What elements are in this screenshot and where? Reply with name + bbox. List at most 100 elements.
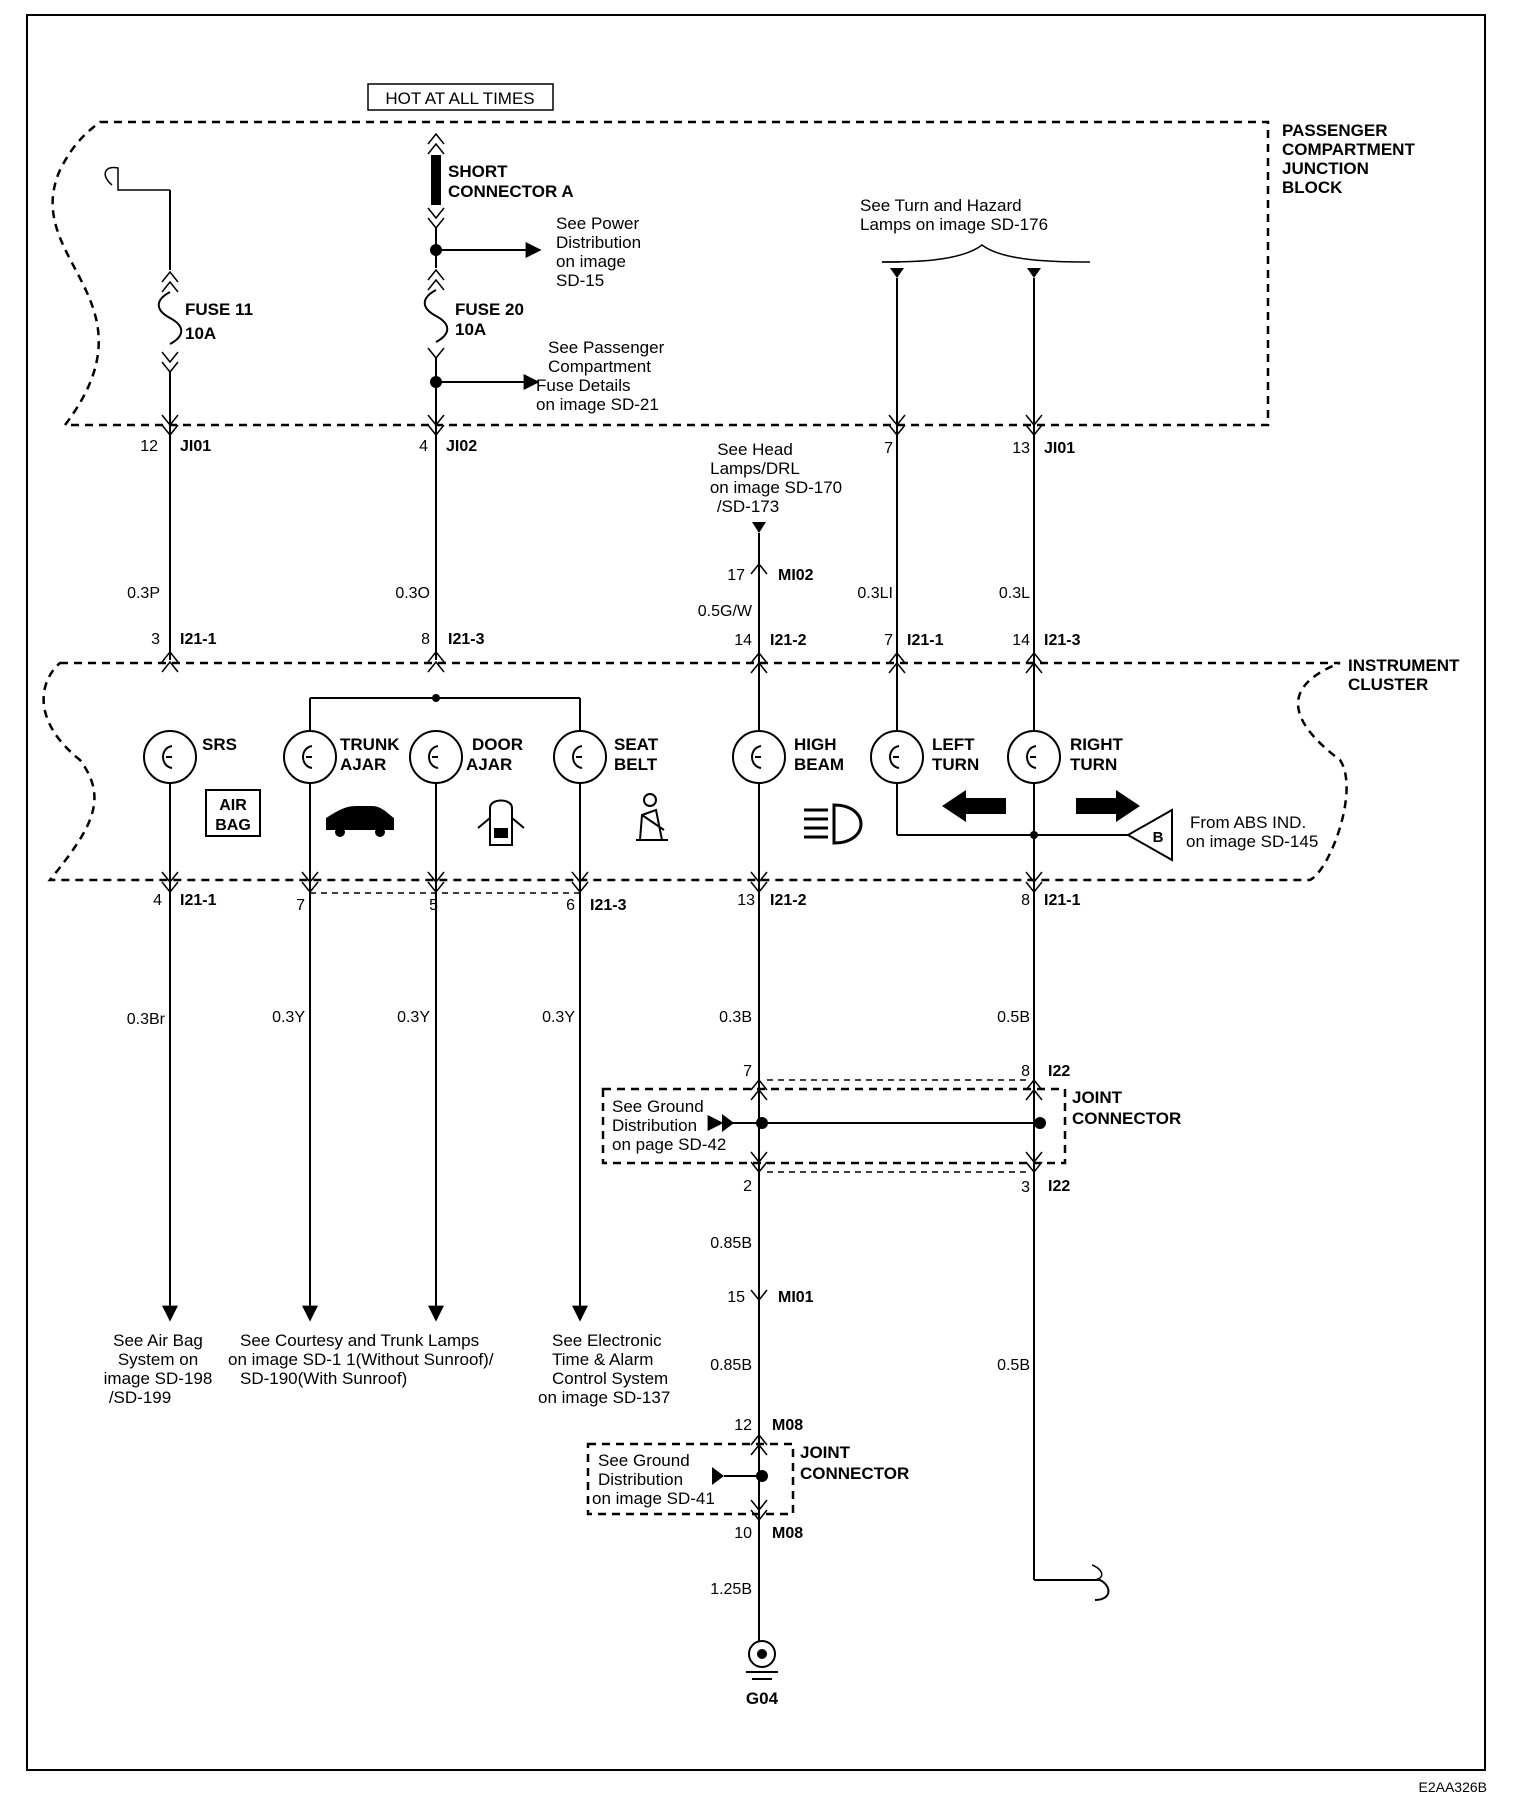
connector-i21-2-bottom: I21-2 (770, 892, 807, 909)
svg-text:See Courtesy and Trunk Lamps: See Courtesy and Trunk Lamps (240, 1331, 479, 1350)
wire-0-3p: 0.3P (127, 585, 160, 602)
ref-head-lamps-3: on image SD-170 (710, 478, 842, 497)
joint-connector-i22 (601, 1078, 1067, 1174)
svg-text:Time & Alarm: Time & Alarm (552, 1350, 653, 1369)
lamp-seat-label-2: BELT (614, 755, 658, 774)
pcjb-line-1: PASSENGER (1282, 121, 1388, 140)
fuse11-circuit (104, 166, 183, 660)
short-connector-line-2: CONNECTOR A (448, 182, 574, 201)
lamp-seat-label-1: SEAT (614, 735, 659, 754)
joint-i22-label-2: CONNECTOR (1072, 1109, 1181, 1128)
pcjb-line-3: JUNCTION (1282, 159, 1369, 178)
connector-i21-1-left: I21-1 (907, 632, 944, 649)
pin-13-ji01: 13 (1012, 440, 1030, 457)
short-connector-line-1: SHORT (448, 162, 508, 181)
ref-courtesy-trunk-lamps: See Courtesy and Trunk Lamps on image SD… (228, 1331, 494, 1388)
svg-text:See Ground: See Ground (612, 1097, 704, 1116)
svg-text:on image SD-41: on image SD-41 (592, 1489, 715, 1508)
lamp-door-ajar: DOOR AJAR (409, 730, 523, 784)
diagram-frame (26, 14, 1486, 1771)
svg-text:SD-190(With Sunroof): SD-190(With Sunroof) (240, 1369, 407, 1388)
fuse11-name: FUSE 11 (185, 300, 253, 319)
svg-text:See Ground: See Ground (598, 1451, 690, 1470)
pin-3-i21-1: 3 (151, 631, 160, 648)
ref-turn-hazard-1: See Turn and Hazard (860, 196, 1022, 215)
wire-0-5b-upper: 0.5B (997, 1009, 1030, 1026)
pin-13-i21-2: 13 (737, 892, 755, 909)
wire-1-25b: 1.25B (710, 1581, 752, 1598)
svg-text:on image SD-1 1(Without Sunr: on image SD-1 1(Without Sunroof)/ (228, 1350, 494, 1369)
pin-12-m08: 12 (734, 1417, 752, 1434)
ground-g04-icon (746, 1640, 778, 1680)
lamp-left-label-2: TURN (932, 755, 979, 774)
ref-head-lamps-2: Lamps/DRL (710, 459, 800, 478)
fuse11-rating: 10A (185, 324, 216, 343)
pin-12-ji01: 12 (140, 438, 158, 455)
svg-text:on image SD-21: on image SD-21 (536, 395, 659, 414)
connector-i21-1-srs: I21-1 (180, 631, 217, 648)
pin-8-i21-1: 8 (1021, 892, 1030, 909)
ref-head-lamps-1: See Head (717, 440, 793, 459)
fuse11-feed-break (104, 166, 170, 191)
connector-i21-3-right: I21-3 (1044, 632, 1081, 649)
airbag-icon-label-2: BAG (215, 817, 251, 834)
connector-i21-3-bottom: I21-3 (590, 897, 627, 914)
door-ajar-icon (477, 799, 525, 846)
pin-17-mi02: 17 (727, 567, 745, 584)
svg-text:on page SD-42: on page SD-42 (612, 1135, 726, 1154)
wire-0-3l: 0.3L (999, 585, 1030, 602)
connector-m08-bottom: M08 (772, 1525, 803, 1542)
lamp-door-label-2: AJAR (466, 755, 512, 774)
ref-abs-2: on image SD-145 (1186, 832, 1318, 851)
short-connector-a-bar (431, 155, 441, 205)
fuse20-name: FUSE 20 (455, 300, 524, 319)
pin-6-i21-3: 6 (566, 897, 575, 914)
connector-i22-bottom: I22 (1048, 1178, 1070, 1195)
svg-text:See Electronic: See Electronic (552, 1331, 662, 1350)
lamp-trunk-label-2: AJAR (340, 755, 386, 774)
fuse11-symbol (157, 291, 183, 345)
wire-0-85b-upper: 0.85B (710, 1235, 752, 1252)
pin-14-i21-2: 14 (734, 632, 752, 649)
wire-0-5gw: 0.5G/W (698, 603, 753, 620)
lamp-left-label-1: LEFT (932, 735, 975, 754)
wire-0-3y-door: 0.3Y (397, 1009, 430, 1026)
svg-text:See Passenger: See Passenger (548, 338, 665, 357)
ref-fuse-details: See Passenger Compartment Fuse Details o… (536, 338, 665, 414)
connector-ji01-left: JI01 (180, 438, 211, 455)
ref-abs-1: From ABS IND. (1190, 813, 1306, 832)
svg-text:Distribution: Distribution (612, 1116, 697, 1135)
airbag-icon: AIR BAG (205, 789, 261, 837)
wire-0-85b-lower: 0.85B (710, 1357, 752, 1374)
pin-15-mi01: 15 (727, 1289, 745, 1306)
lamp-door-label-1: DOOR (472, 735, 523, 754)
ref-ground-sd42: See Ground Distribution on page SD-42 (612, 1097, 726, 1154)
junction-block-outline (51, 120, 1270, 427)
connector-i22-top: I22 (1048, 1063, 1070, 1080)
pin-7-i21-1: 7 (884, 632, 893, 649)
lamp-right-label-2: TURN (1070, 755, 1117, 774)
ref-etacs: See Electronic Time & Alarm Control Syst… (538, 1331, 670, 1407)
pin-8-i21-3: 8 (421, 631, 430, 648)
lamp-srs: SRS (143, 730, 237, 784)
ref-airbag-system: See Air Bag System on image SD-198 /SD-1… (104, 1331, 213, 1407)
cluster-label-1: INSTRUMENT (1348, 656, 1460, 675)
lamp-right-turn: RIGHT TURN (1007, 730, 1124, 784)
lamp-trunk-label-1: TRUNK (340, 735, 400, 754)
wire-0-3br: 0.3Br (127, 1011, 166, 1028)
wire-0-5b-lower: 0.5B (997, 1357, 1030, 1374)
pin-2-i22: 2 (743, 1178, 752, 1195)
svg-text:See Air Bag: See Air Bag (113, 1331, 203, 1350)
connector-ji02: JI02 (446, 438, 477, 455)
pin-7-i22: 7 (743, 1063, 752, 1080)
pin-7-left: 7 (884, 440, 893, 457)
lamp-right-label-1: RIGHT (1070, 735, 1124, 754)
svg-text:image SD-198: image SD-198 (104, 1369, 213, 1388)
wire-0-3y-seat: 0.3Y (542, 1009, 575, 1026)
pin-5-i21: 5 (429, 897, 438, 914)
svg-text:See Power: See Power (556, 214, 639, 233)
left-arrow-icon (942, 790, 1006, 822)
svg-text:Control System: Control System (552, 1369, 668, 1388)
ground-g04-label: G04 (746, 1689, 779, 1708)
connector-i21-2-top: I21-2 (770, 632, 807, 649)
